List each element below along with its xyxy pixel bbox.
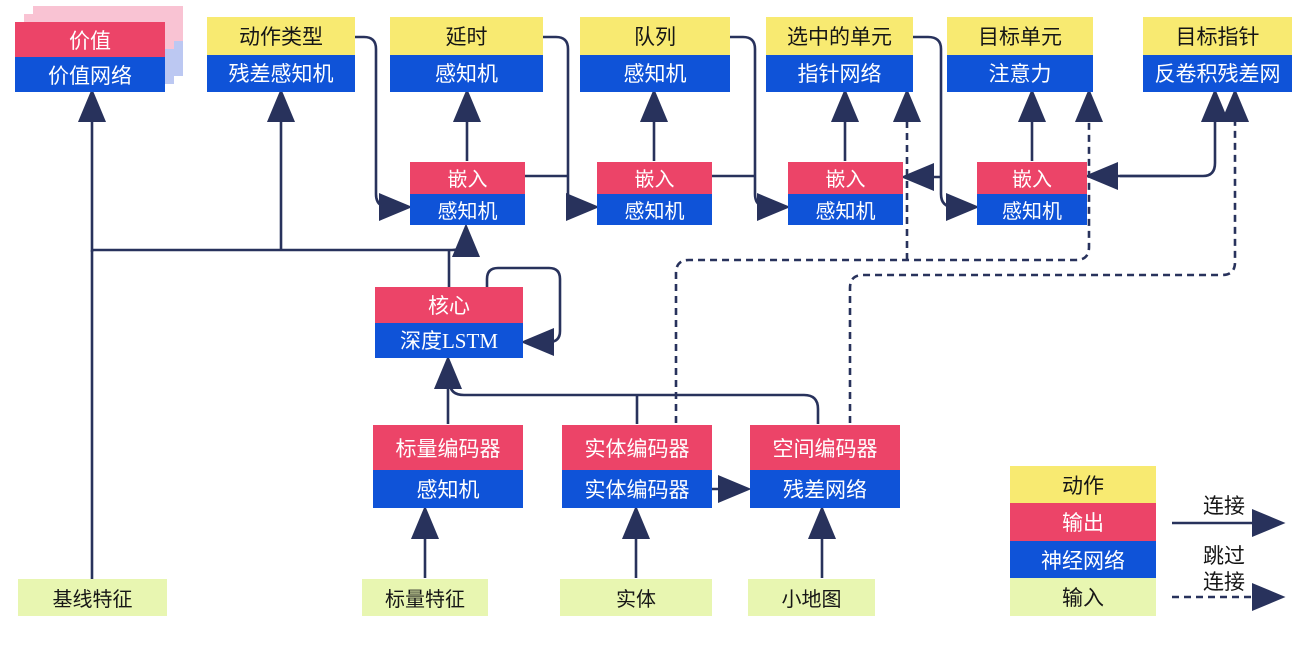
node-spatial-encoder: 空间编码器 残差网络: [750, 425, 900, 508]
delay-network-label: 感知机: [390, 54, 543, 92]
node-queue: 队列 感知机: [580, 17, 730, 92]
node-target-pointer: 目标指针 反卷积残差网: [1143, 17, 1292, 92]
node-baseline-features: 基线特征: [18, 579, 167, 616]
edge-core-self-loop: [485, 266, 562, 357]
action-type-network-label: 残差感知机: [207, 54, 355, 92]
node-entities: 实体: [560, 579, 712, 616]
legend-swatches: 动作 输出 神经网络 输入: [1010, 466, 1156, 616]
node-embed-2: 嵌入 感知机: [597, 162, 712, 225]
node-scalar-encoder: 标量编码器 感知机: [373, 425, 523, 508]
skip-spatialenc-to-deconv: [848, 88, 1250, 423]
edge-delay-to-embed2: [543, 35, 600, 222]
node-entity-encoder: 实体编码器 实体编码器: [562, 425, 712, 508]
legend-input: 输入: [1010, 578, 1156, 616]
legend-neural-network: 神经网络: [1010, 541, 1156, 578]
target-unit-network-label: 注意力: [947, 54, 1093, 92]
core-label: 核心: [375, 287, 523, 323]
node-embed-1: 嵌入 感知机: [410, 162, 525, 225]
embed-1-label: 嵌入: [410, 162, 525, 194]
node-core: 核心 深度LSTM: [375, 287, 523, 358]
target-unit-label: 目标单元: [947, 17, 1093, 55]
selected-units-network-label: 指针网络: [766, 54, 913, 92]
target-pointer-label: 目标指针: [1143, 17, 1292, 55]
node-action-type: 动作类型 残差感知机: [207, 17, 355, 92]
scalar-encoder-label: 标量编码器: [373, 425, 523, 470]
embed-2-network-label: 感知机: [597, 193, 712, 225]
embed-2-label: 嵌入: [597, 162, 712, 194]
edge-actiontype-to-embed1: [355, 35, 413, 222]
node-minimap: 小地图: [748, 579, 875, 616]
node-target-unit: 目标单元 注意力: [947, 17, 1093, 92]
embed-4-label: 嵌入: [977, 162, 1087, 194]
embed-4-network-label: 感知机: [977, 193, 1087, 225]
entity-encoder-network-label: 实体编码器: [562, 470, 712, 508]
core-network-label: 深度LSTM: [375, 322, 523, 358]
legend-action: 动作: [1010, 466, 1156, 503]
node-delay: 延时 感知机: [390, 17, 543, 92]
value-output-label: 价值: [15, 22, 165, 57]
node-selected-units: 选中的单元 指针网络: [766, 17, 913, 92]
spatial-encoder-label: 空间编码器: [750, 425, 900, 470]
legend-connection-label: 连接: [1203, 494, 1245, 518]
queue-network-label: 感知机: [580, 54, 730, 92]
edge-spatialenc-to-corebus: [448, 382, 820, 424]
legend-output: 输出: [1010, 503, 1156, 541]
legend-skip-label-1: 跳过: [1203, 544, 1245, 568]
node-scalar-features: 标量特征: [362, 579, 488, 616]
delay-label: 延时: [390, 17, 543, 55]
edge-embed4-to-deconv: [1120, 88, 1230, 178]
spatial-encoder-network-label: 残差网络: [750, 470, 900, 508]
node-embed-4: 嵌入 感知机: [977, 162, 1087, 225]
node-value: 价值 价值网络: [15, 22, 165, 92]
embed-3-network-label: 感知机: [788, 193, 903, 225]
legend-skip-label-2: 连接: [1203, 570, 1245, 594]
node-embed-3: 嵌入 感知机: [788, 162, 903, 225]
edge-queue-to-embed3: [730, 35, 791, 222]
entity-encoder-label: 实体编码器: [562, 425, 712, 470]
skip-entityenc-to-attention: [674, 88, 1104, 423]
embed-3-label: 嵌入: [788, 162, 903, 194]
queue-label: 队列: [580, 17, 730, 55]
value-network-label: 价值网络: [15, 57, 165, 92]
edge-selected-to-embed4: [913, 35, 980, 222]
selected-units-label: 选中的单元: [766, 17, 913, 55]
scalar-encoder-network-label: 感知机: [373, 470, 523, 508]
embed-1-network-label: 感知机: [410, 193, 525, 225]
target-pointer-network-label: 反卷积残差网: [1143, 54, 1292, 92]
action-type-label: 动作类型: [207, 17, 355, 55]
edge-bus-to-embed1: [92, 223, 481, 258]
